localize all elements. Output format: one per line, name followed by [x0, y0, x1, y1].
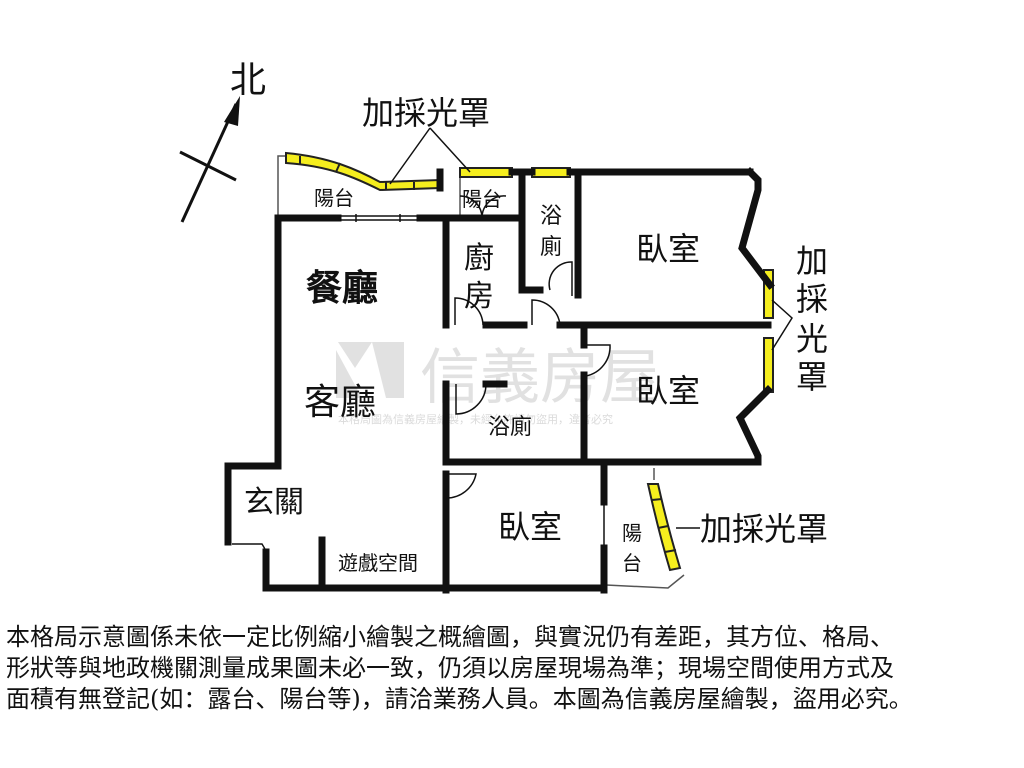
annotation-right-4: 罩: [796, 358, 828, 396]
door-balcony-mid-2: [481, 195, 507, 219]
north-arrow-icon: [179, 96, 240, 223]
canopy-top-right: [531, 167, 571, 178]
disclaimer-line-1: 本格局示意圖係未依一定比例縮小繪製之概繪圖，與實況仍有差距，其方位、格局、: [6, 623, 894, 651]
room-play-space: 遊戲空間: [338, 551, 418, 575]
door-bedroom2: [584, 344, 611, 377]
door-bath-top: [531, 299, 561, 326]
doors: [232, 195, 611, 553]
canopy-right-upper: [763, 269, 774, 319]
room-bath-top-2: 廁: [540, 235, 562, 260]
annotation-bottom: 加採光罩: [700, 510, 828, 548]
room-kitchen-2: 房: [464, 279, 494, 314]
north-label: 北: [230, 60, 266, 101]
walls: [224, 167, 775, 594]
watermark-brand: 信義房屋: [420, 343, 660, 413]
room-balcony-top-left: 陽台: [314, 186, 354, 210]
canopy-top-left: [285, 151, 441, 192]
room-bedroom-2: 臥室: [636, 372, 700, 410]
door-bath-top-inner: [548, 261, 573, 296]
glass-canopies: [285, 151, 774, 572]
disclaimer-line-3: 面積有無登記(如：露台、陽台等)，請洽業務人員。本圖為信義房屋繪製，盜用必究。: [6, 685, 913, 713]
room-balcony-top-mid: 陽台: [462, 187, 502, 211]
room-dining: 餐廳: [306, 267, 378, 309]
room-bath-mid: 浴廁: [488, 415, 532, 440]
room-entrance: 玄關: [244, 485, 304, 520]
annotation-top: 加採光罩: [362, 94, 490, 132]
watermark-logo: [336, 342, 404, 398]
room-balcony-bottom-2: 台: [622, 551, 642, 575]
watermark: 信義房屋 本格局圖為信義房屋繪製，未經允許請勿盜用，違者必究: [336, 342, 660, 426]
annotation-right-3: 光: [796, 320, 828, 358]
room-bedroom-1: 臥室: [636, 230, 700, 268]
disclaimer-line-2: 形狀等與地政機關測量成果圖未必一致，仍須以房屋現場為準；現場空間使用方式及: [6, 654, 894, 682]
door-entrance: [232, 543, 267, 553]
room-bath-top-1: 浴: [540, 204, 562, 229]
room-living: 客廳: [304, 382, 376, 423]
room-bedroom-3: 臥室: [498, 508, 562, 546]
door-kitchen: [454, 297, 484, 326]
annotation-right-2: 採: [796, 280, 828, 318]
room-kitchen-1: 廚: [464, 241, 494, 276]
door-bedroom3: [445, 473, 477, 499]
canopy-right-lower: [763, 337, 774, 393]
room-balcony-bottom-1: 陽: [622, 521, 642, 545]
floor-plan: 信義房屋 本格局圖為信義房屋繪製，未經允許請勿盜用，違者必究 北: [179, 60, 828, 594]
watermark-subtext: 本格局圖為信義房屋繪製，未經允許請勿盜用，違者必究: [338, 412, 613, 426]
door-bath-mid: [455, 383, 487, 415]
annotation-leaders: [389, 127, 793, 529]
disclaimer: 本格局示意圖係未依一定比例縮小繪製之概繪圖，與實況仍有差距，其方位、格局、 形狀…: [6, 622, 1018, 715]
annotation-right-1: 加: [796, 242, 828, 280]
sliding-window: [338, 214, 605, 548]
